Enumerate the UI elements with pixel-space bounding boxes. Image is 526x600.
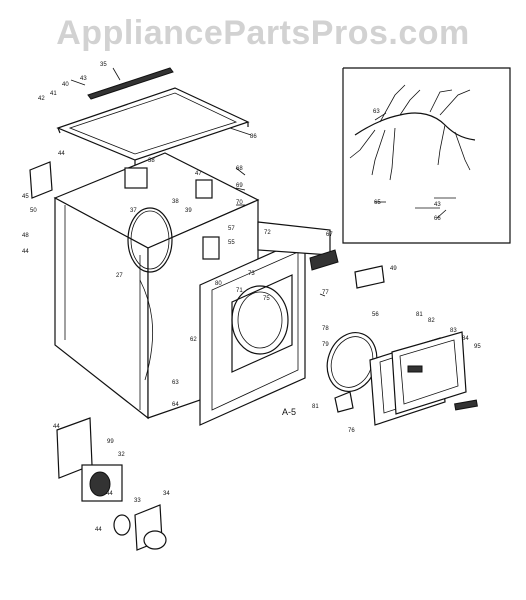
part-label: 32: [118, 452, 125, 458]
part-label: 78: [322, 326, 329, 332]
ring: [113, 514, 131, 536]
bracket-45: [29, 161, 53, 199]
bracket-43: [195, 179, 213, 199]
part-label: 38: [172, 199, 179, 205]
part-label: 37: [130, 208, 137, 214]
front-frame: [199, 237, 306, 426]
part-label: 79: [322, 342, 329, 348]
part-label: 39: [185, 208, 192, 214]
part-label: 81: [312, 404, 319, 410]
door-assembly: [369, 331, 467, 426]
part-label: 69: [236, 183, 243, 189]
part-label: 65: [374, 200, 381, 206]
part-label: 63: [373, 109, 380, 115]
part-label: 44: [22, 249, 29, 255]
part-number-labels: 35 43 40 42 41 86 44 45 50 38 37 47 68 6…: [22, 62, 481, 533]
part-label: 63: [172, 380, 179, 386]
part-label: 41: [50, 91, 57, 97]
part-label: 73: [248, 271, 255, 277]
part-label: 67: [326, 232, 333, 238]
part-label: 43: [80, 76, 87, 82]
part-label: 72: [264, 230, 271, 236]
part-label: 95: [474, 344, 481, 350]
part-label: 38: [148, 158, 155, 164]
part-label: 49: [390, 266, 397, 272]
part-label: 40: [62, 82, 69, 88]
part-label: 99: [107, 439, 114, 445]
top-cover: [56, 87, 250, 166]
hinge: [309, 249, 339, 271]
part-label: 50: [30, 208, 37, 214]
bracket-57: [202, 236, 220, 260]
part-label: 64: [172, 402, 179, 408]
part-label: 70: [236, 200, 243, 206]
part-label: 68: [236, 166, 243, 172]
part-label: 47: [195, 171, 202, 177]
part-label: 83: [450, 328, 457, 334]
part-label: 86: [250, 134, 257, 140]
part-label: 75: [263, 296, 270, 302]
part-label: 42: [38, 96, 45, 102]
part-label: 80: [215, 281, 222, 287]
part-label: 34: [163, 491, 170, 497]
part-label: 48: [22, 233, 29, 239]
part-label: 33: [134, 498, 141, 504]
part-label: 71: [236, 288, 243, 294]
part-label: 55: [228, 240, 235, 246]
part-label: 57: [228, 226, 235, 232]
door-handle: [454, 399, 478, 411]
part-label: 44: [58, 151, 65, 157]
part-label: 44: [95, 527, 102, 533]
top-trim-strip: [87, 67, 174, 100]
part-label: 76: [348, 428, 355, 434]
watermark: AppliancePartsPros.com: [56, 14, 470, 52]
diagram-code: A-5: [282, 407, 296, 417]
part-label: 27: [116, 273, 123, 279]
part-label: 56: [372, 312, 379, 318]
part-label: 43: [434, 202, 441, 208]
door-latch: [334, 391, 354, 413]
part-label: 35: [100, 62, 107, 68]
part-label: 84: [462, 336, 469, 342]
bracket-37: [124, 167, 148, 189]
bracket: [354, 265, 385, 289]
leader-lines: [70, 67, 447, 297]
part-label: 45: [22, 194, 29, 200]
part-label: 77: [322, 290, 329, 296]
part-label: 62: [190, 337, 197, 343]
part-label: 44: [53, 424, 60, 430]
part-label: 82: [428, 318, 435, 324]
part-label: 44: [106, 491, 113, 497]
side-panel: [257, 221, 331, 256]
part-label: 81: [416, 312, 423, 318]
part-label: 66: [434, 216, 441, 222]
wiring-harness-inset: [342, 67, 511, 244]
